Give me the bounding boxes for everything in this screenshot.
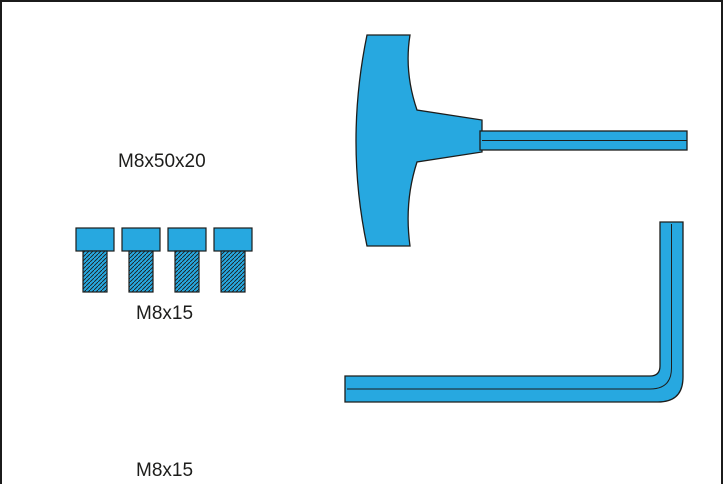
screw [121, 227, 161, 293]
l-hex-key [344, 221, 684, 403]
screw [213, 227, 253, 293]
screw [75, 227, 115, 293]
l-hex-key-body [344, 221, 684, 403]
screw [167, 227, 207, 293]
label-top: M8x50x20 [118, 151, 206, 172]
label-middle: M8x15 [136, 303, 194, 324]
screw-group [75, 227, 253, 293]
label-bottom: M8x15 [136, 460, 194, 481]
t-handle-grip [355, 34, 483, 247]
t-handle-hex-key [355, 34, 688, 247]
